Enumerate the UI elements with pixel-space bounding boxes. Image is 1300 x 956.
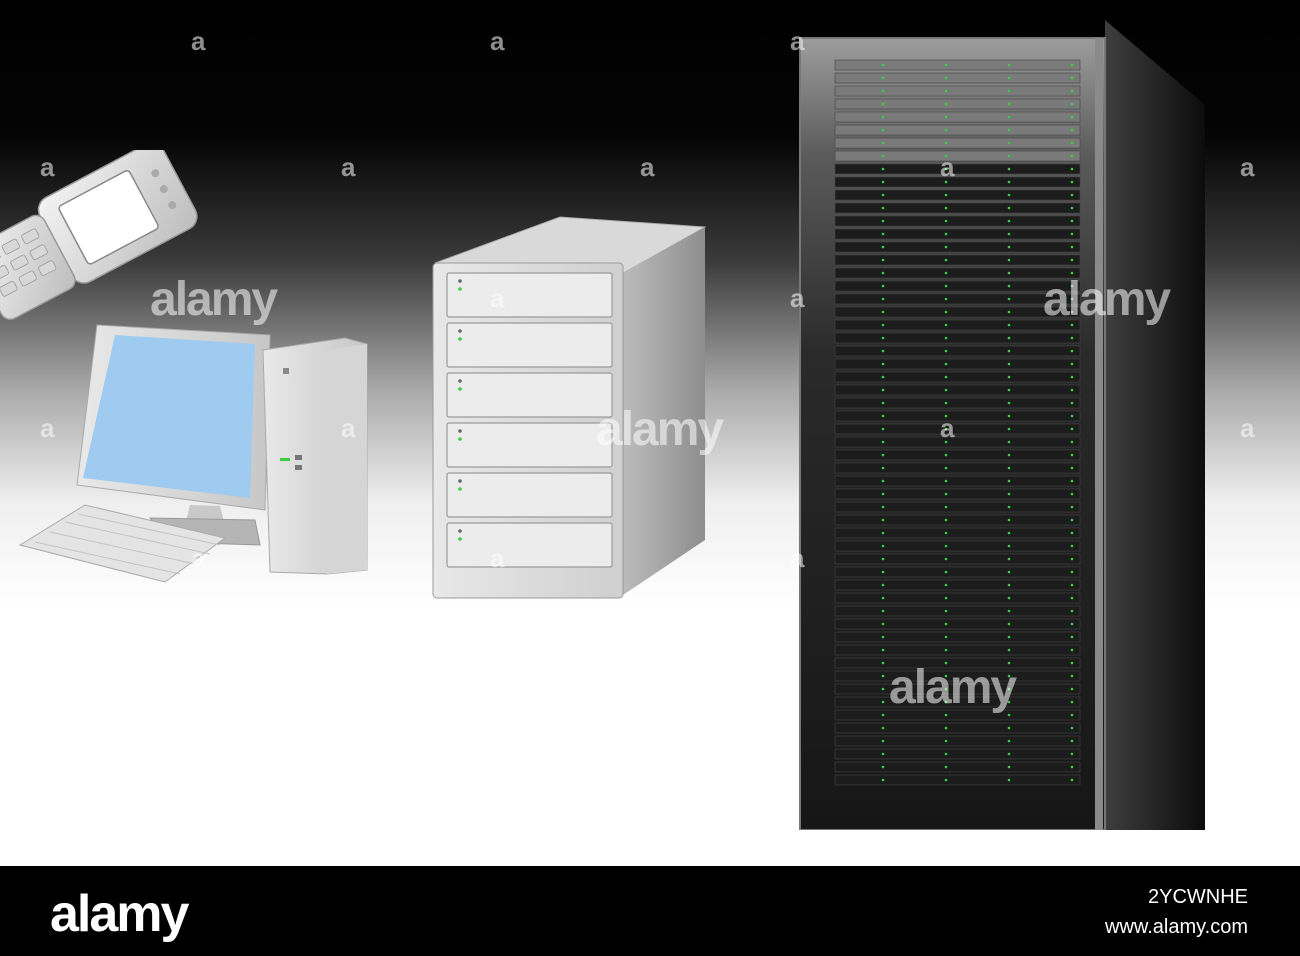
watermark-letter: a — [40, 152, 55, 182]
watermark-word: alamy — [1043, 273, 1171, 326]
photo-stage: a a a a a a a a alamy a a alamy a a alam… — [0, 0, 1300, 866]
watermark-word: alamy — [596, 403, 724, 456]
watermark-word: alamy — [889, 661, 1017, 714]
watermark-letter: a — [40, 413, 55, 443]
desktop-computer-icon — [18, 324, 368, 583]
watermark-letter: a — [490, 26, 505, 56]
watermark-letter: a — [490, 283, 505, 313]
image-id: 2YCWNHE — [1147, 886, 1248, 908]
footer-logo: alamy — [50, 885, 189, 943]
watermark-letter: a — [1240, 673, 1255, 703]
watermark-letter: a — [1240, 413, 1255, 443]
watermark-word: alamy — [150, 273, 278, 326]
watermark-letter: a — [341, 413, 356, 443]
watermark-letter: a — [790, 543, 805, 573]
watermark-letter: a — [790, 26, 805, 56]
watermark-letter: a — [940, 152, 955, 182]
server-tower-icon — [432, 216, 707, 599]
watermark-letter: a — [191, 543, 206, 573]
site-url: www.alamy.com — [1105, 916, 1248, 938]
watermark-letter: a — [341, 152, 356, 182]
server-rack-icon — [799, 20, 1205, 830]
watermark-letter: a — [490, 543, 505, 573]
watermark-letter: a — [191, 26, 206, 56]
watermark-letter: a — [640, 152, 655, 182]
flip-phone-icon — [0, 150, 198, 321]
watermark-letter: a — [940, 413, 955, 443]
watermark-letter: a — [790, 283, 805, 313]
footer-bar: alamy 2YCWNHE www.alamy.com — [0, 866, 1300, 956]
watermark-letter: a — [1240, 152, 1255, 182]
